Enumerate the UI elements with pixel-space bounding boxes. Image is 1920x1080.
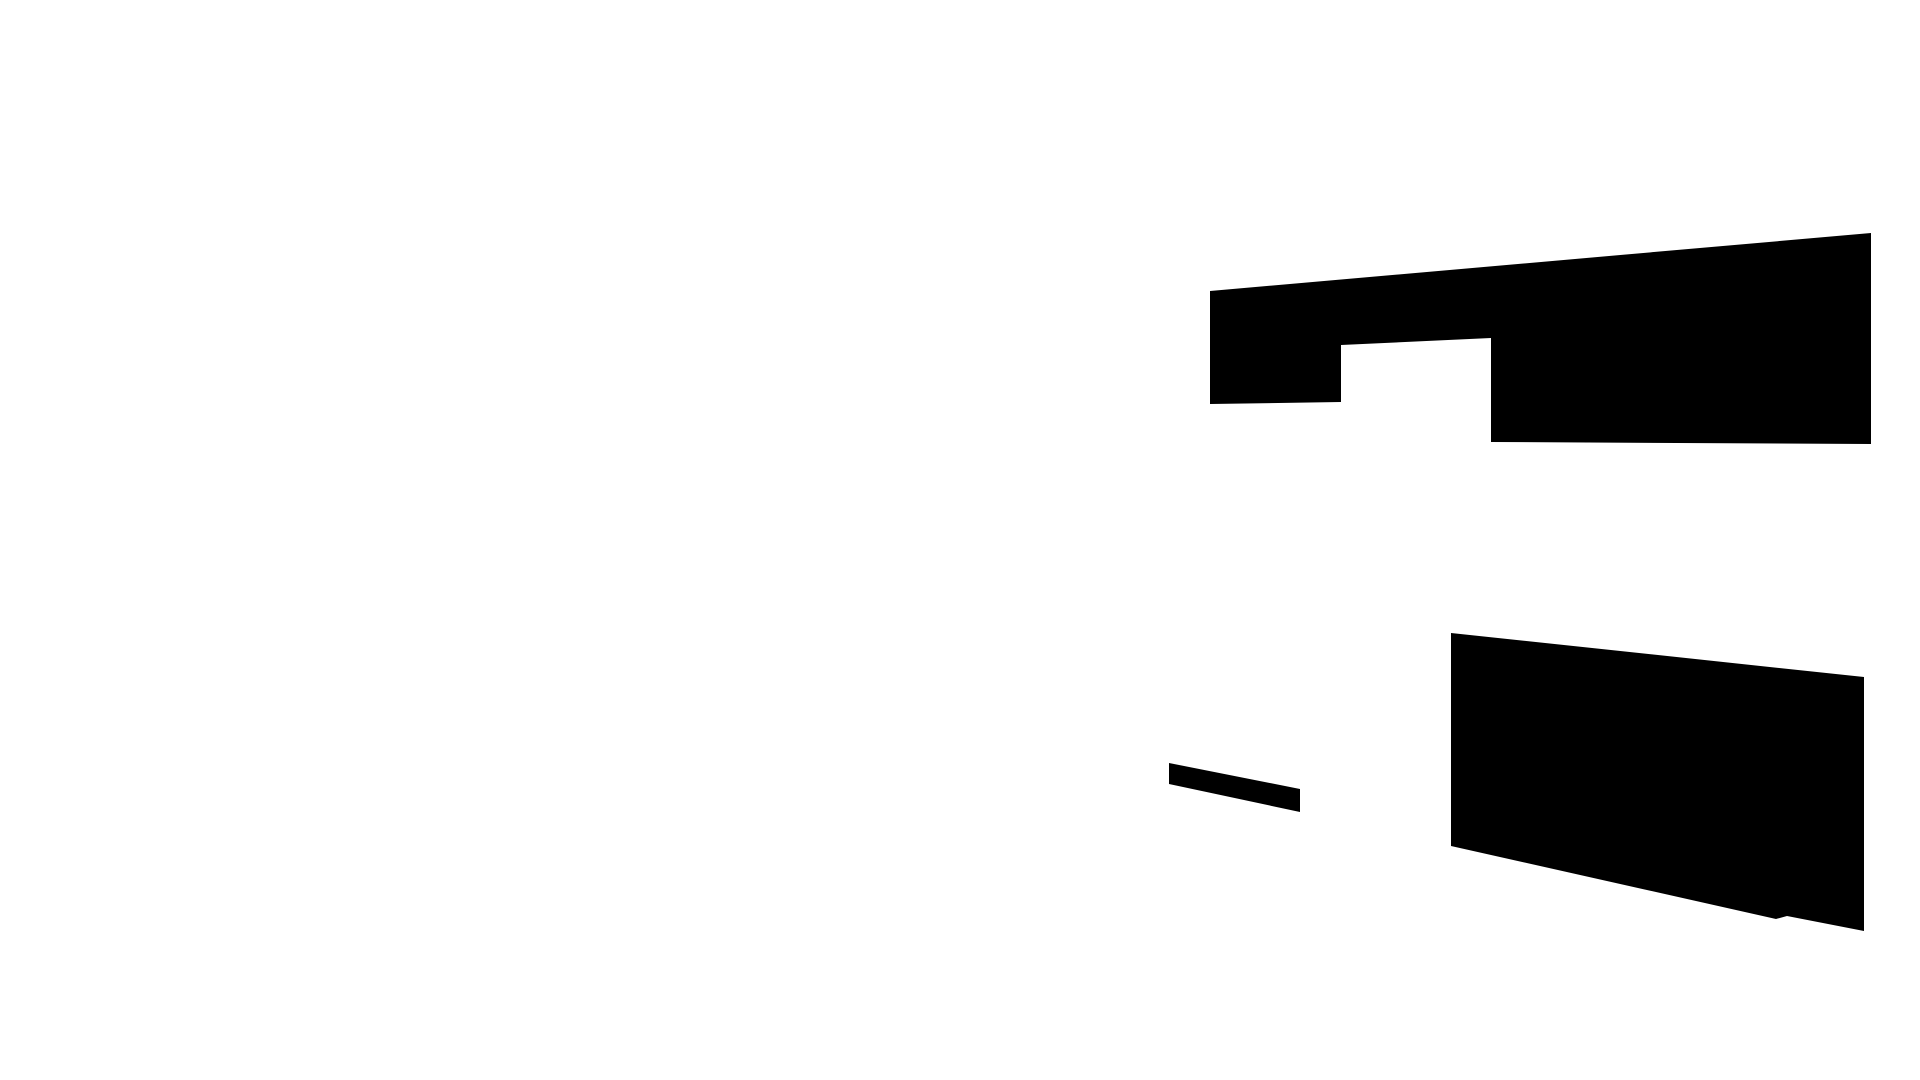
small-slanted-bar bbox=[1169, 763, 1300, 812]
lower-shape bbox=[1451, 633, 1864, 931]
upper-shape bbox=[1210, 233, 1871, 444]
